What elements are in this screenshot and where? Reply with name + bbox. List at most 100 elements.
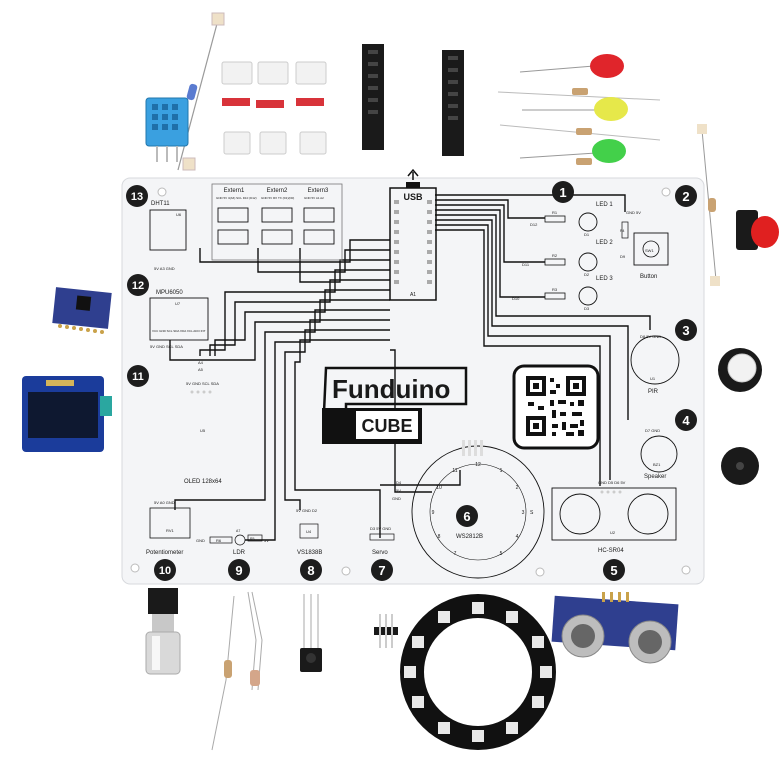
product-name: CUBE: [361, 416, 412, 436]
ring-num-11: 11: [452, 468, 457, 474]
ring-5v: 5V: [396, 488, 401, 493]
servo-pins: D3 5V GND: [370, 526, 391, 531]
d12-label: D12: [530, 222, 538, 227]
led-footprints: LED 1 LED 2 LED 3 R1 R2 R3 D12 D11 D10 D…: [512, 202, 613, 311]
hcsr04-footprint: GND D5 D6 5V U2 HC-SR04: [551, 480, 677, 554]
resistor-right: [697, 124, 720, 286]
funduino-logo: Funduino CUBE: [322, 366, 468, 444]
sonar-ref: U2: [610, 530, 616, 535]
r2-label: R2: [552, 253, 558, 258]
mpu6050-label: MPU6050: [156, 290, 183, 296]
oled-footprint: A4 A5 5V GND SCL SDA U5 OLED 128x64: [184, 360, 222, 485]
svg-text:8: 8: [307, 563, 314, 578]
ring-num-3: 3: [522, 510, 525, 516]
ring-num-9: 9: [432, 510, 435, 516]
badge-5: 5: [603, 559, 625, 581]
speaker-pins: D7 GND: [645, 428, 660, 433]
dht11-ref: U6: [176, 212, 182, 217]
dht11-sensor: [145, 97, 189, 162]
usb-label: USB: [403, 192, 423, 202]
a4-label: A4: [198, 360, 204, 365]
extern3-pins: GND 5V A1 A2: [304, 196, 324, 200]
svg-text:9: 9: [235, 563, 242, 578]
svg-text:13: 13: [131, 191, 143, 203]
badge-12: 12: [127, 274, 149, 296]
badge-7: 7: [371, 559, 393, 581]
ring-num-2: 2: [516, 485, 519, 491]
mpu6050-module: [52, 287, 112, 334]
ring-num-10: 10: [436, 485, 442, 491]
svg-text:6: 6: [463, 509, 470, 524]
mpu6050-ref: U7: [175, 301, 181, 306]
d1-ref: D1: [584, 232, 590, 237]
pir-footprint: D8 5V GND U1 PIR: [630, 334, 680, 395]
loose-ldr-resistor: [211, 591, 263, 751]
ring-num-7: 7: [454, 551, 457, 557]
ldr-r5: R5: [250, 537, 255, 541]
extern2-pins: GND 5V RX TX (D1)(D0): [261, 196, 294, 200]
pot-pins: 5V A0 GND: [154, 500, 175, 505]
ring-num-5: 5: [500, 551, 503, 557]
oled-label: OLED 128x64: [184, 479, 222, 485]
ldr-5v: 5V: [264, 538, 269, 543]
loose-ir-receiver: [300, 594, 322, 672]
female-header-1: [362, 44, 384, 150]
oled-pins: 5V GND SCL SDA: [186, 381, 219, 386]
dht11-pins: 5V A3 GND: [154, 266, 175, 271]
jst-connectors: [221, 61, 327, 155]
ldr-r6: R6: [216, 538, 222, 543]
arduino-ref: A1: [410, 292, 416, 298]
d2-ref: D2: [584, 272, 590, 277]
usb-arrow-icon: [407, 168, 419, 180]
extern-connectors: Extern1 Extern2 Extern3 GND 5V 3(A6) SCL…: [211, 183, 343, 261]
buzzer: [721, 447, 759, 485]
badge-9: 9: [228, 559, 250, 581]
button-label: Button: [640, 274, 657, 280]
pir-ref: U1: [650, 376, 656, 381]
d9-label: D9: [620, 254, 626, 259]
speaker-ref: BZ1: [653, 462, 661, 467]
servo-label: Servo: [372, 550, 388, 556]
extern1-pins: GND 5V 3(A6) SCL D10 (D12): [216, 196, 257, 200]
pot-ref: RV1: [166, 528, 174, 533]
badge-13: 13: [126, 185, 148, 207]
loose-hcsr04: [551, 592, 679, 664]
ir-label: VS1838B: [297, 550, 322, 556]
cube-board: [121, 177, 705, 585]
badge-2: 2: [675, 185, 697, 207]
led2-label: LED 2: [596, 240, 613, 246]
badge-4: 4: [675, 409, 697, 431]
circuit-traces: [169, 194, 651, 541]
sonar-label: HC-SR04: [598, 548, 624, 554]
mpu6050-bottom-pins: 5V GND SCL SDA: [150, 344, 183, 349]
badge-6: 6: [456, 505, 478, 527]
led3-label: LED 3: [596, 276, 613, 282]
badge-10: 10: [154, 559, 176, 581]
potentiometer-label: Potentiometer: [146, 550, 183, 556]
potentiometer-footprint: 5V A0 GND RV1 Potentiometer: [146, 500, 191, 556]
button-footprint: SW1 Button GND 5V R4 D9: [620, 210, 669, 280]
ws2812b-label: WS2812B: [456, 534, 483, 540]
ir-ref: U4: [306, 529, 312, 534]
extern1-label: Extern1: [224, 188, 245, 194]
speaker-label: Speaker: [644, 474, 666, 480]
svg-text:11: 11: [132, 371, 144, 383]
female-header-2: [442, 50, 464, 156]
arduino-nano-footprint: USB A1: [389, 168, 437, 301]
loose-potentiometer: [145, 588, 181, 675]
ring-num-4: 4: [516, 534, 519, 540]
d3-ref: D3: [584, 306, 590, 311]
pir-sensor: [718, 348, 762, 392]
servo-footprint: D3 5V GND Servo: [369, 526, 395, 556]
ir-footprint: 5V GND D2 U4 VS1838B: [296, 508, 322, 556]
svg-text:2: 2: [682, 189, 689, 204]
red-push-button: [736, 210, 779, 250]
loose-led-ring: [400, 594, 556, 750]
ws2812b-footprint: 12 1 2 3 4 5 7 8 9 10 11 D4 5V GND S WS2…: [392, 440, 545, 579]
ldr-footprint: GND R6 R5 A7 5V LDR: [196, 529, 269, 556]
svg-text:4: 4: [682, 413, 690, 428]
ir-pins: 5V GND D2: [296, 508, 318, 513]
badge-11: 11: [127, 365, 149, 387]
